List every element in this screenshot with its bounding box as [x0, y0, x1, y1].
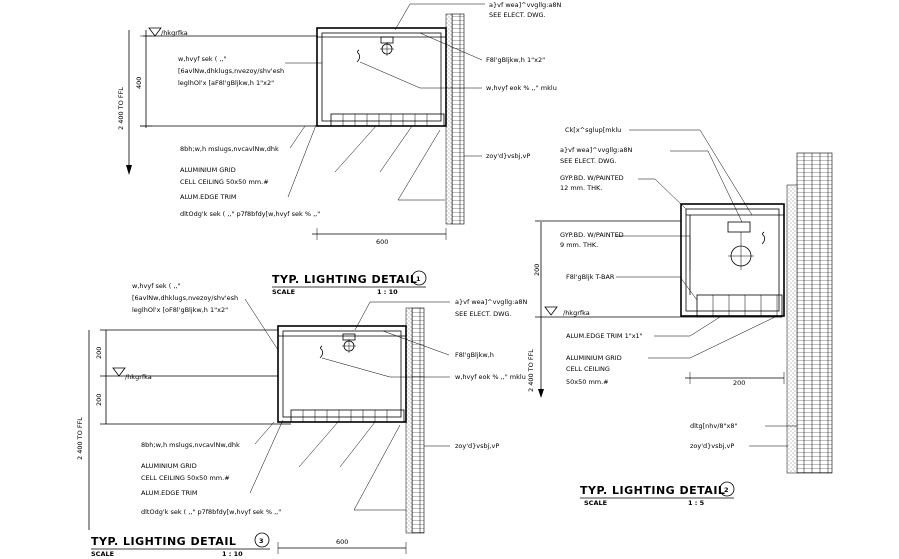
detail3-ceiling-box	[277, 325, 407, 423]
detail3-title: TYP. LIGHTING DETAIL	[91, 535, 236, 548]
detail3-plaster	[405, 307, 413, 534]
detail2-callout-4: GYP.BD. W/PAINTED	[560, 174, 624, 182]
detail1-callout-4: w,hvyf eok % ,," mklu	[486, 84, 557, 92]
detail1-scale-label: SCALE	[272, 288, 295, 296]
detail-1: /hkgrfka 2 400 TO FFL 400 600 a}vf wea]^…	[117, 1, 561, 296]
detail3-callout-2: [6avlNw,dhklugs,nvezoy/shv'esh	[132, 294, 238, 302]
detail1-scale-value: 1 : 10	[377, 288, 398, 296]
detail3-scale-label: SCALE	[91, 550, 114, 558]
detail3-light-fixture-icon	[342, 333, 356, 353]
detail2-callout-11: CELL CEILING	[566, 365, 610, 373]
detail3-wall	[411, 307, 425, 534]
detail1-number: 1	[416, 275, 421, 283]
detail-2: 2 400 TO FFL 200 200 /hkgrfka Ck[x^sglup…	[527, 126, 833, 507]
detail3-callout-11: ALUM.EDGE TRIM	[141, 489, 198, 497]
detail2-title: TYP. LIGHTING DETAIL	[580, 484, 725, 497]
detail2-callout-5: 12 mm. THK.	[560, 184, 602, 192]
detail3-ffl-label: /hkgrfka	[125, 373, 152, 381]
detail2-callout-14: zoy'd}vsbj,vP	[690, 442, 734, 450]
detail2-callout-12: 50x50 mm.#	[566, 378, 609, 386]
detail1-callout-12: dltOdg'k sek ( ,," p7f8bfdy[w,hvyf sek %…	[180, 210, 320, 218]
detail2-dim-vertical: 2 400 TO FFL	[527, 349, 535, 392]
detail3-callout-3: leglhOl'x [oF8l'gBljkw,h 1"x2"	[132, 306, 228, 314]
detail1-callout-9: ALUMINIUM GRID	[180, 166, 236, 174]
detail1-grid	[330, 113, 445, 127]
detail3-callout-10: CELL CEILING 50x50 mm.#	[141, 474, 230, 482]
detail1-callout-10: CELL CEILING 50x50 mm.#	[180, 178, 269, 186]
detail3-callout-6: F8l'gBljkw,h	[455, 351, 494, 359]
detail2-grid	[696, 294, 783, 318]
detail2-dim-200b: 200	[733, 379, 745, 387]
detail2-wall	[796, 152, 833, 474]
detail2-ffl-label: /hkgrfka	[563, 309, 590, 317]
detail1-callout-13: zoy'd}vsbj,vP	[486, 152, 530, 160]
detail1-dim-vertical: 2 400 TO FFL	[117, 87, 125, 130]
detail2-light-fixture-icon	[727, 221, 754, 270]
detail2-callout-13: dltg[nhv/8"x8"	[690, 422, 738, 430]
detail3-callout-7: w,hvyf eok % ,," mklu	[455, 373, 526, 381]
detail2-callout-3: SEE ELECT. DWG.	[560, 157, 617, 165]
detail2-plaster	[786, 184, 798, 474]
detail2-callout-2: a}vf wea]^vvgllg:a8N	[560, 146, 632, 154]
detail1-ffl-label: /hkgrfka	[161, 29, 188, 37]
detail2-callout-7: 9 mm. THK.	[560, 241, 598, 249]
detail1-dim-600: 600	[376, 238, 388, 246]
detail2-scale-label: SCALE	[584, 499, 607, 507]
detail1-callout-11: ALUM.EDGE TRIM	[180, 193, 237, 201]
detail1-callout-1: a}vf wea]^vvgllg:a8N	[489, 1, 561, 9]
detail3-callout-12: dltOdg'k sek ( ,," p7f8bfdy[w,hvyf sek %…	[141, 508, 281, 516]
detail3-callout-1: w,hvyf sek ( ,,"	[132, 282, 181, 290]
detail2-number: 2	[724, 486, 729, 494]
detail2-callout-6: GYP.BD. W/PAINTED	[560, 231, 624, 239]
detail3-dim-600: 600	[336, 538, 348, 546]
detail3-callout-13: zoy'd}vsbj,vP	[455, 442, 499, 450]
detail1-callout-5: w,hvyf sek ( ,,"	[178, 55, 227, 63]
detail1-light-fixture-icon	[380, 36, 394, 56]
detail3-dim-200b: 200	[95, 394, 103, 406]
detail1-callout-3: F8l'gBljkw,h 1"x2"	[486, 56, 545, 64]
detail2-callout-8: F8l'gBljk T-BAR	[566, 273, 615, 281]
detail3-number: 3	[259, 537, 264, 545]
detail1-callout-8: 8bh;w,h mslugs,nvcavlNw,dhk	[180, 145, 279, 153]
detail3-callout-5: SEE ELECT. DWG.	[455, 310, 512, 318]
detail2-dim-200: 200	[533, 264, 541, 276]
detail2-callout-10: ALUMINIUM GRID	[566, 354, 622, 362]
detail3-callout-4: a}vf wea]^vvgllg:a8N	[455, 298, 527, 306]
detail-3: /hkgrfka 2 400 TO FFL 200 200 600 w,hvyf…	[76, 282, 527, 558]
detail1-callout-2: SEE ELECT. DWG.	[489, 11, 546, 19]
detail3-callout-9: ALUMINIUM GRID	[141, 462, 197, 470]
detail2-ceiling-box	[680, 203, 785, 317]
detail1-title: TYP. LIGHTING DETAIL	[272, 273, 417, 286]
detail1-callout-7: leglhOl'x [aF8l'gBljkw,h 1"x2"	[178, 79, 274, 87]
detail3-grid	[290, 409, 405, 423]
detail3-dim-vertical: 2 400 TO FFL	[76, 417, 84, 460]
detail1-wall	[451, 13, 465, 225]
detail3-scale-value: 1 : 10	[222, 550, 243, 558]
detail1-callout-6: [6avlNw,dhklugs,nvezoy/shv'esh	[178, 67, 284, 75]
detail1-dim-400: 400	[135, 77, 143, 89]
detail2-callout-1: Ck[x^sglup[mklu	[565, 126, 621, 134]
detail3-dim-200a: 200	[95, 347, 103, 359]
detail3-callout-8: 8bh;w,h mslugs,nvcavlNw,dhk	[141, 441, 240, 449]
detail2-scale-value: 1 : 5	[688, 499, 705, 507]
detail2-callout-9: ALUM.EDGE TRIM 1"x1"	[566, 332, 643, 340]
